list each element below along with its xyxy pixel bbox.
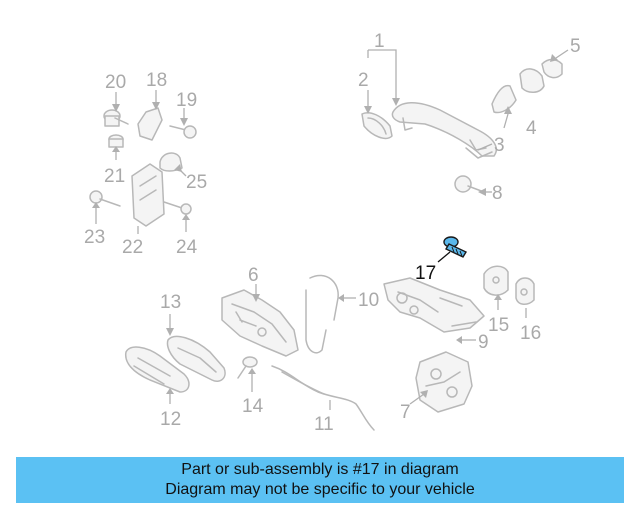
callout-9: 9 bbox=[478, 332, 489, 353]
callout-6: 6 bbox=[248, 265, 259, 286]
part-13-handle-bezel bbox=[166, 335, 226, 382]
callout-20: 20 bbox=[105, 72, 126, 93]
part-8-screw bbox=[454, 175, 485, 193]
part-15-bracket bbox=[483, 265, 509, 296]
callout-4: 4 bbox=[526, 118, 537, 139]
callout-19-leader bbox=[180, 108, 188, 126]
callout-21-leader bbox=[112, 146, 120, 160]
callout-11: 11 bbox=[314, 414, 334, 435]
callout-14-leader bbox=[248, 368, 256, 392]
callout-17: 17 bbox=[415, 263, 436, 284]
part-10-lock-rod bbox=[305, 274, 339, 354]
part-2-handle-gasket bbox=[361, 112, 393, 140]
callout-12-leader bbox=[166, 388, 174, 404]
callout-24: 24 bbox=[176, 237, 198, 258]
callout-3: 3 bbox=[494, 135, 505, 156]
callout-19: 19 bbox=[176, 90, 197, 111]
part-17-screw bbox=[443, 236, 467, 258]
part-20-bolt bbox=[103, 109, 129, 127]
callout-10: 10 bbox=[358, 290, 379, 311]
callout-14: 14 bbox=[242, 396, 264, 417]
callout-1-leader bbox=[367, 49, 400, 106]
callout-13: 13 bbox=[160, 292, 181, 313]
banner-line-2: Diagram may not be specific to your vehi… bbox=[165, 481, 475, 498]
parts-diagram: 1 2 3 4 5 8 bbox=[84, 31, 581, 435]
callout-15: 15 bbox=[488, 315, 509, 336]
callout-9-leader bbox=[456, 336, 476, 344]
callout-12: 12 bbox=[160, 409, 181, 430]
part-5-cylinder-cap bbox=[519, 58, 563, 93]
part-9-lock-bracket bbox=[383, 277, 485, 333]
part-18-bracket bbox=[137, 107, 163, 141]
part-19-bolt bbox=[169, 125, 197, 139]
callout-25-leader bbox=[174, 164, 187, 177]
callout-23: 23 bbox=[84, 227, 105, 248]
callout-1: 1 bbox=[374, 31, 385, 52]
part-7-door-latch bbox=[415, 351, 473, 413]
callout-22: 22 bbox=[122, 237, 143, 258]
callout-23-leader bbox=[92, 202, 100, 224]
callout-8-leader bbox=[478, 188, 492, 196]
part-14-screw bbox=[237, 356, 258, 379]
callout-16: 16 bbox=[520, 323, 541, 344]
part-21-nut bbox=[108, 134, 124, 148]
part-11-cable bbox=[271, 365, 375, 431]
callout-2: 2 bbox=[358, 70, 369, 91]
callout-21: 21 bbox=[104, 166, 125, 187]
callout-13-leader bbox=[166, 314, 174, 336]
callout-25: 25 bbox=[186, 172, 207, 193]
callout-24-leader bbox=[182, 214, 190, 232]
callout-20-leader bbox=[112, 92, 120, 112]
info-banner: Part or sub-assembly is #17 in diagram D… bbox=[16, 457, 624, 503]
callout-4-leader bbox=[503, 106, 512, 129]
part-6-inner-handle-frame bbox=[221, 289, 299, 357]
callout-7-leader bbox=[409, 390, 428, 405]
callout-3-leader bbox=[477, 143, 493, 151]
part-12-inner-handle bbox=[124, 346, 190, 393]
part-16-pad bbox=[515, 277, 535, 305]
callout-18-leader bbox=[152, 90, 160, 110]
part-22-striker bbox=[131, 163, 165, 227]
part-25-rubber-cap bbox=[159, 152, 183, 172]
callout-6-leader bbox=[252, 284, 260, 302]
callout-10-leader bbox=[338, 294, 356, 302]
callout-2-leader bbox=[364, 90, 372, 114]
callout-18: 18 bbox=[146, 70, 167, 91]
part-24-bolt bbox=[163, 201, 192, 215]
banner-line-1: Part or sub-assembly is #17 in diagram bbox=[181, 461, 459, 478]
callout-8: 8 bbox=[492, 183, 503, 204]
callout-15-leader bbox=[494, 294, 502, 310]
part-4-cylinder-gasket bbox=[491, 84, 517, 114]
callout-5-leader bbox=[550, 49, 569, 62]
part-1-outer-handle bbox=[391, 102, 498, 157]
callout-17-leader bbox=[437, 251, 451, 263]
callout-7: 7 bbox=[400, 402, 411, 423]
part-23-bolt bbox=[89, 190, 121, 207]
part-3-handle-cover bbox=[465, 147, 493, 159]
callout-5: 5 bbox=[570, 36, 581, 57]
